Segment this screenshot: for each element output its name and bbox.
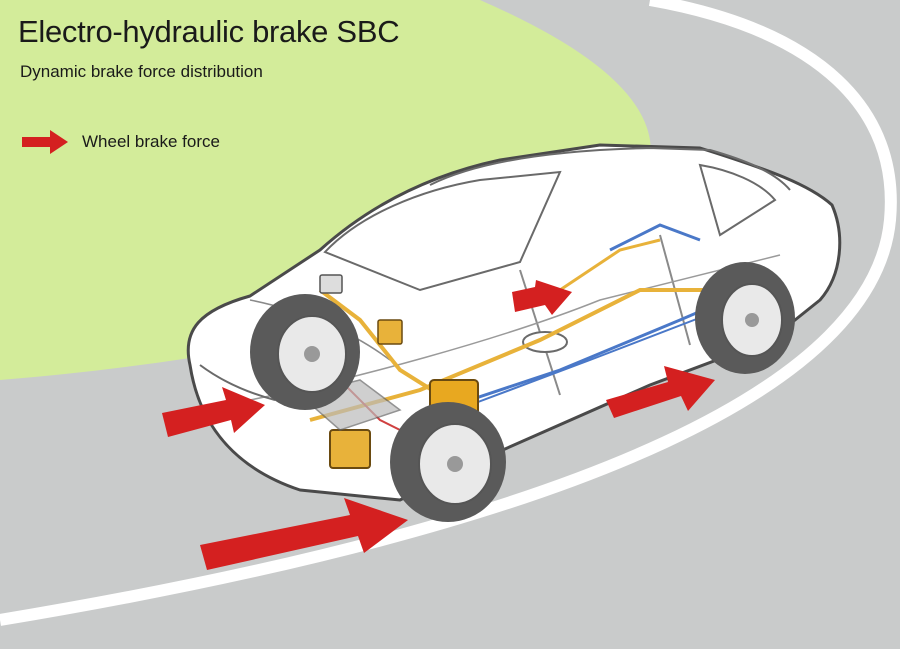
brake-force-arrow-front-left: [162, 387, 265, 437]
control-unit: [377, 319, 403, 345]
car-rear-window: [698, 163, 777, 237]
battery: [329, 429, 371, 469]
road-marking: [0, 0, 897, 626]
red-arrow-icon: [22, 130, 68, 154]
hydraulic-line-rear: [559, 238, 661, 292]
car-roofline: [429, 146, 791, 191]
car-headlight: [199, 364, 276, 401]
hydraulic-line-front: [318, 288, 442, 397]
brake-force-arrow-rear-left: [512, 280, 572, 315]
brake-line-blue-2: [469, 309, 721, 406]
wheel-front-far: [250, 294, 360, 410]
car-roof-windshield: [323, 170, 562, 292]
brake-force-arrows: [162, 280, 715, 570]
legend: Wheel brake force: [20, 128, 220, 156]
reservoir: [319, 274, 343, 294]
wheel-front-near: [390, 402, 506, 522]
brake-force-arrow-front-right: [200, 498, 408, 570]
car-mirror: [522, 331, 568, 353]
brake-force-arrow-rear-right: [606, 366, 715, 418]
figure-title: Electro-hydraulic brake SBC: [18, 14, 400, 49]
wheel-rear-near: [695, 262, 795, 374]
legend-label: Wheel brake force: [82, 132, 220, 151]
figure-subtitle: Dynamic brake force distribution: [20, 62, 263, 81]
